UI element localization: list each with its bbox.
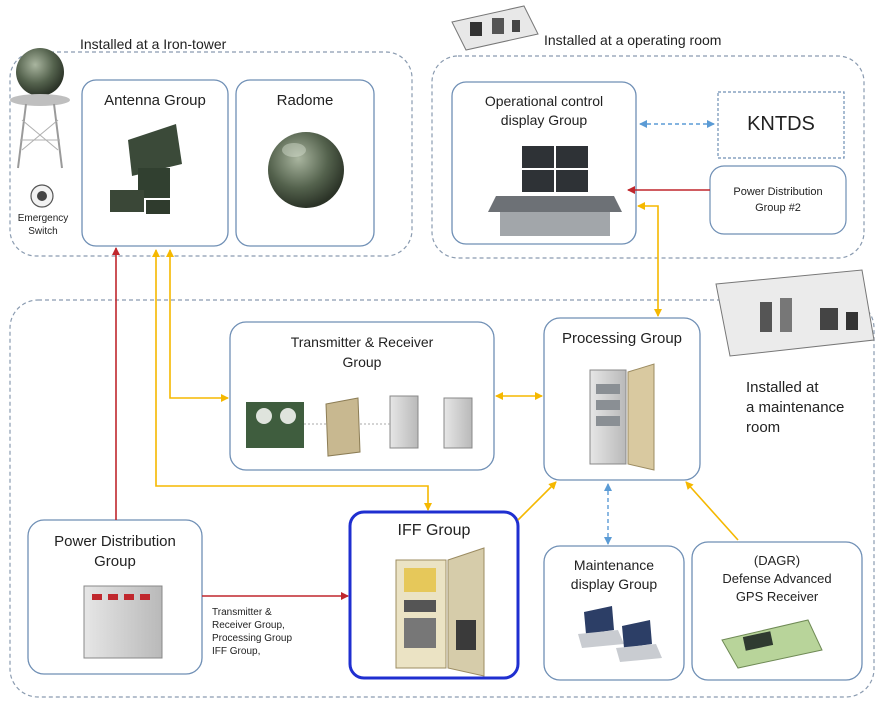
radar-tower-icon [10,48,70,169]
zone-label-operating-room: Installed at a operating room [544,32,722,48]
emergency-switch-icon [30,184,54,208]
signal-iff-to-processing [517,481,557,521]
antenna-icon [110,124,182,214]
antenna-group-label: Antenna Group [104,92,206,109]
operational-control-label: Operational control display Group [484,93,604,128]
signal-antenna-to-transmitter [166,249,229,402]
transmitter-equipment-icon [246,395,473,457]
dagr-label: (DAGR) Defense Advanced GPS Receiver [722,553,832,604]
zone-label-iron-tower: Installed at a Iron-tower [80,36,227,52]
transmitter-receiver-label: Transmitter & Receiver Group [290,334,434,370]
laptops-icon [578,606,662,662]
zone-label-maintenance-room: Installed at a maintenance room [746,379,845,436]
iff-cabinet-icon [395,547,485,677]
power-feed-note: Transmitter & Receiver Group, Processing… [212,607,293,657]
zone-maintenance-room [9,299,875,698]
signal-dagr-to-processing [685,481,739,541]
power-distribution-2-box [709,165,847,235]
kntds-box [717,91,845,159]
gps-receiver-icon [721,619,823,669]
radome-label: Radome [276,92,334,109]
radome-icon [268,132,344,208]
operating-room-icon [451,5,539,51]
processing-group-label: Processing Group [561,330,683,347]
kntds-label: KNTDS [747,113,815,135]
signal-antenna-to-iff [152,249,432,511]
maintenance-room-icon [715,269,875,357]
signal-processing-to-opcontrol [637,202,662,317]
iff-group-label: IFF Group [397,522,471,539]
power-panel-icon [83,585,163,659]
power-distribution-2-label: Power Distribution Group #2 [733,186,823,214]
emergency-switch-label: Emergency Switch [17,213,69,237]
power-distribution-label: Power Distribution Group [54,533,176,570]
processing-cabinet-icon [589,363,655,471]
console-icon [488,146,622,236]
maintenance-display-label: Maintenance display Group [570,557,658,592]
